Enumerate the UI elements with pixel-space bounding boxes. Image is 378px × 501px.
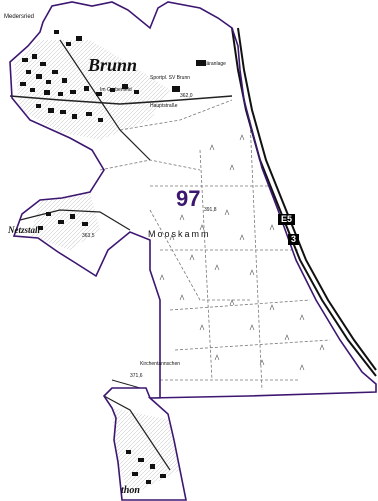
place-medersried: Medersried <box>4 14 35 20</box>
elevation-362: 362,0 <box>180 93 193 99</box>
label-sv-brunn: Sportpl. SV Brunn <box>150 75 191 81</box>
label-grubenfeld: Im Grubenfeld <box>100 87 132 93</box>
motorway <box>231 27 377 377</box>
label-kirchentannschen: Kirchentannschen <box>140 361 181 367</box>
road-shield-e: E5 <box>278 214 296 225</box>
roads <box>9 39 233 471</box>
place-netzstall: Netzstall <box>8 225 41 235</box>
elevation-363: 363,5 <box>82 233 95 239</box>
district-boundary <box>9 1 377 501</box>
label-hauptstrasse: Hauptstraße <box>150 103 178 109</box>
district-elevation: 391,8 <box>204 207 217 213</box>
forest-name: Mooskamm <box>148 229 211 239</box>
district-number: 97 <box>176 186 201 211</box>
elevation-371: 371,6 <box>130 373 143 379</box>
place-brunn: Brunn <box>88 55 138 75</box>
forest-symbols <box>159 134 325 371</box>
buildings <box>20 30 206 484</box>
road-shield-a: 3 <box>288 234 300 245</box>
place-bottom-town: thon <box>121 485 140 496</box>
label-klaeranlage: Kläranlage <box>202 61 226 67</box>
